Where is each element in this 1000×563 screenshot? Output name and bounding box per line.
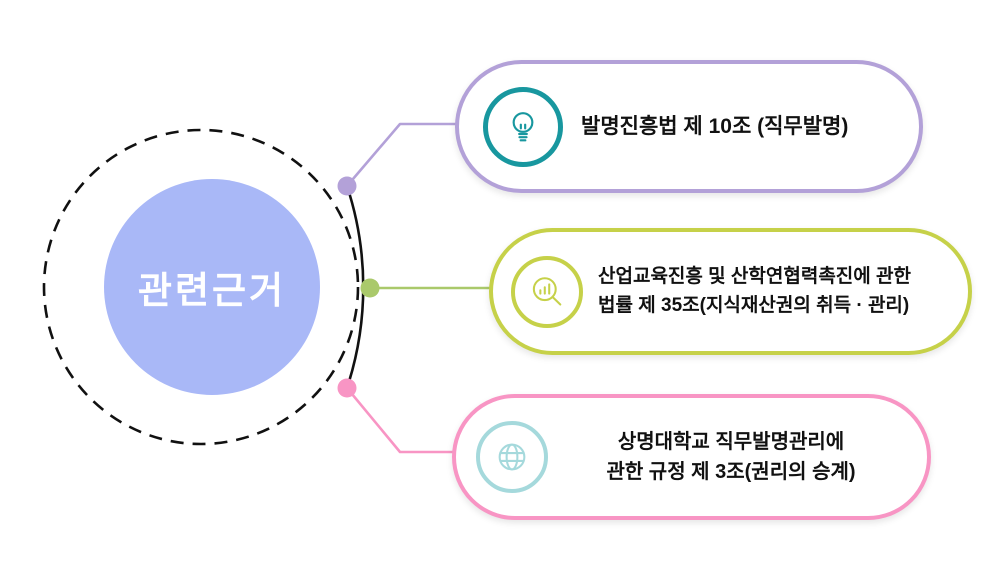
connector-line-bottom [345,387,460,454]
connector-dot-top [337,176,357,196]
lightbulb-icon [483,86,563,167]
center-circle: 관련근거 [104,179,320,395]
globe-icon [476,421,548,493]
dashed-circle-outline [42,128,360,446]
card-text: 상명대학교 직무발명관리에 관한 규정 제 3조(권리의 승계) [563,427,927,487]
card-invention-promotion-act: 발명진흥법 제 10조 (직무발명) [455,60,923,193]
card-line: 상명대학교 직무발명관리에 [617,431,845,453]
card-line: 산업교육진흥 및 산학연협력촉진에 관한 [598,266,911,287]
connector-line-top [346,122,462,187]
connector-dot-middle [360,278,380,298]
magnifier-chart-icon [511,255,583,328]
card-line: 발명진흥법 제 10조 (직무발명) [581,114,849,138]
card-smu-invention-regulation: 상명대학교 직무발명관리에 관한 규정 제 3조(권리의 승계) [452,394,931,520]
card-industrial-education-cooperation-act: 산업교육진흥 및 산학연협력촉진에 관한 법률 제 35조(지식재산권의 취득 … [489,228,972,355]
connector-dot-bottom [337,378,357,398]
center-label: 관련근거 [137,270,287,311]
card-text: 발명진흥법 제 10조 (직무발명) [581,111,848,143]
card-line: 법률 제 35조(지식재산권의 취득 · 관리) [598,294,910,316]
card-line: 관한 규정 제 3조(권리의 승계) [606,461,856,483]
card-text: 산업교육진흥 및 산학연협력촉진에 관한 법률 제 35조(지식재산권의 취득 … [598,263,911,320]
